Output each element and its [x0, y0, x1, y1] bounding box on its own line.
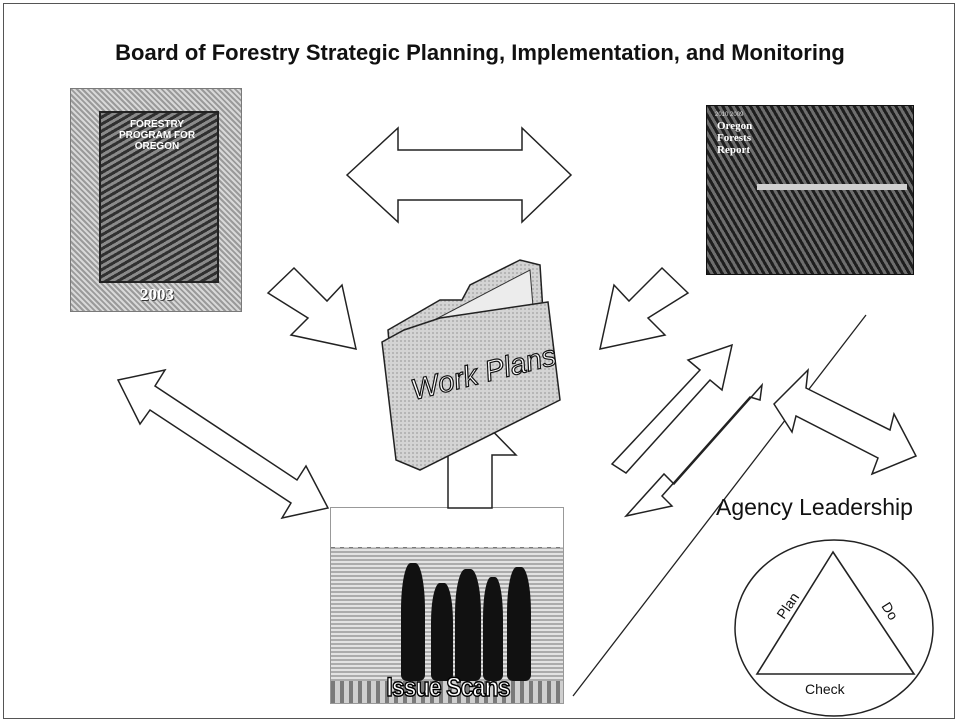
silhouette-person — [401, 563, 425, 681]
forestry-program-cover-photo — [99, 111, 219, 283]
diagram-frame — [3, 3, 955, 719]
silhouette-person — [507, 567, 531, 681]
silhouette-person — [483, 577, 503, 681]
work-plans-folder: Work Plans — [381, 259, 561, 471]
report-kicker: 2010 2009 — [715, 112, 744, 118]
double-arrow-lower-left — [116, 368, 330, 520]
report-band — [757, 184, 907, 190]
silhouette-person — [455, 569, 481, 681]
issue-scans-label: Issue Scans — [386, 671, 511, 703]
arrow-left-to-folder — [266, 266, 357, 350]
agency-leadership-label: Agency Leadership — [716, 494, 913, 520]
forestry-program-year: 2003 — [140, 285, 174, 304]
double-arrow-agency — [773, 367, 918, 476]
forestry-program-cover-label: Forestry Program for Oregon — [118, 119, 196, 152]
cycle-circle — [734, 539, 934, 717]
forestry-program-cover: Forestry Program for Oregon 2003 — [70, 88, 242, 312]
cycle-triangle — [755, 550, 916, 675]
arrow-right-downward — [623, 382, 764, 518]
arrow-right-upward — [610, 343, 734, 474]
divider-line — [572, 314, 867, 697]
silhouette-person — [431, 583, 453, 681]
diagram-title: Board of Forestry Strategic Planning, Im… — [115, 40, 845, 65]
double-arrow-top — [345, 126, 573, 224]
issue-scans-image: Issue Scans — [330, 507, 564, 704]
cycle-check-label: Check — [805, 681, 846, 697]
pdca-cycle: Plan Do Check — [734, 539, 934, 717]
oregon-forests-report-cover: 2010 2009 Oregon Forests Report — [706, 105, 914, 275]
arrow-right-to-folder — [599, 266, 690, 350]
report-title: Oregon Forests Report — [717, 120, 753, 156]
folder-front — [381, 301, 561, 471]
